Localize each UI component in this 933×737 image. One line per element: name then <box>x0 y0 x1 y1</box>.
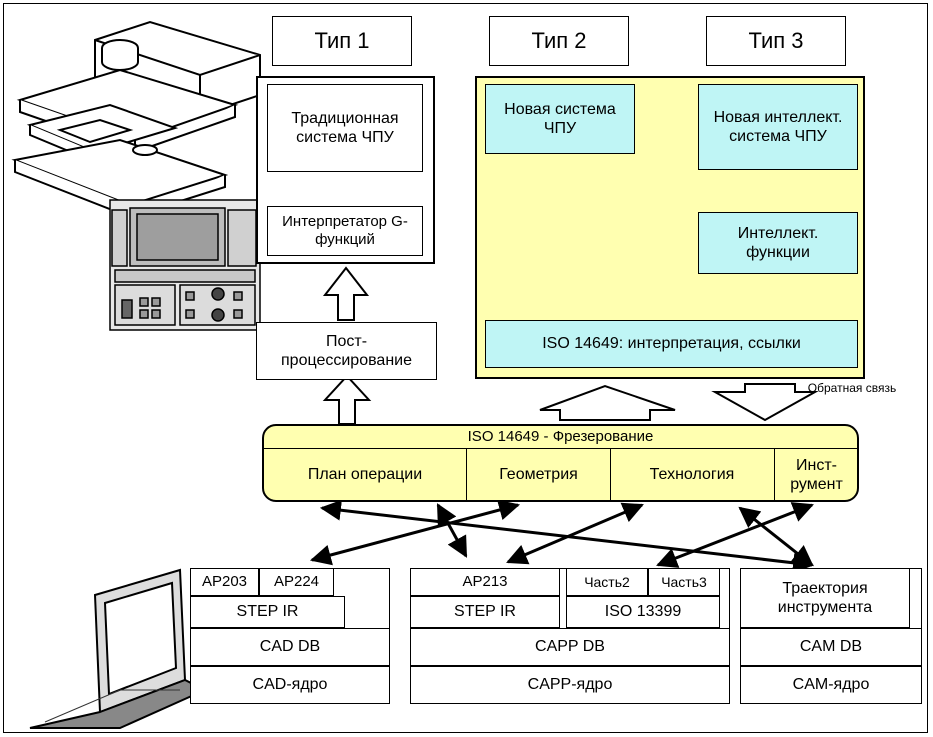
trajectory-box: Траектория инструмента <box>740 568 910 628</box>
g-function-interpreter-box: Интерпретатор G-функций <box>267 206 423 256</box>
type2-header: Тип 2 <box>489 16 629 66</box>
capp-db-box: CAPP DB <box>410 628 730 666</box>
traditional-cnc-box: Традиционная система ЧПУ <box>267 84 423 172</box>
laptop-icon <box>29 568 208 729</box>
postprocessing-box: Пост-процессирование <box>256 322 437 380</box>
geometry-cell: Геометрия <box>467 448 611 502</box>
cad-core-box: CAD-ядро <box>190 666 390 704</box>
iso-interpretation-box: ISO 14649: интерпретация, ссылки <box>485 320 858 368</box>
cam-db-box: CAM DB <box>740 628 922 666</box>
technology-cell: Технология <box>610 448 775 502</box>
cad-step-ir-box: STEP IR <box>190 596 345 628</box>
tool-cell: Инст-румент <box>790 456 843 493</box>
iso-milling-panel: ISO 14649 - Фрезерование План операции Г… <box>262 424 859 502</box>
cnc-control-panel-icon <box>109 199 261 331</box>
capp-core-box: CAPP-ядро <box>410 666 730 704</box>
milling-machine-icon <box>11 20 261 219</box>
part2-box: Часть2 <box>566 568 648 596</box>
capp-step-ir-box: STEP IR <box>410 596 560 628</box>
intellect-cnc-box: Новая интеллект. система ЧПУ <box>698 84 858 170</box>
part3-box: Часть3 <box>648 568 720 596</box>
type3-header: Тип 3 <box>706 16 846 66</box>
intellect-functions-box: Интеллект. функции <box>698 212 858 274</box>
operation-plan-cell: План операции <box>264 448 467 502</box>
iso-milling-title: ISO 14649 - Фрезерование <box>264 426 857 449</box>
connection-arrows <box>309 499 815 574</box>
ap213-box: AP213 <box>410 568 560 596</box>
feedback-label: Обратная связь <box>807 380 897 395</box>
cam-core-box: CAM-ядро <box>740 666 922 704</box>
ap203-box: AP203 <box>190 568 259 596</box>
diagram-frame <box>3 3 928 733</box>
iso13399-box: ISO 13399 <box>566 596 720 628</box>
ap224-box: AP224 <box>259 568 334 596</box>
type1-header: Тип 1 <box>272 16 412 66</box>
new-cnc-box: Новая система ЧПУ <box>485 84 635 154</box>
cad-db-box: CAD DB <box>190 628 390 666</box>
